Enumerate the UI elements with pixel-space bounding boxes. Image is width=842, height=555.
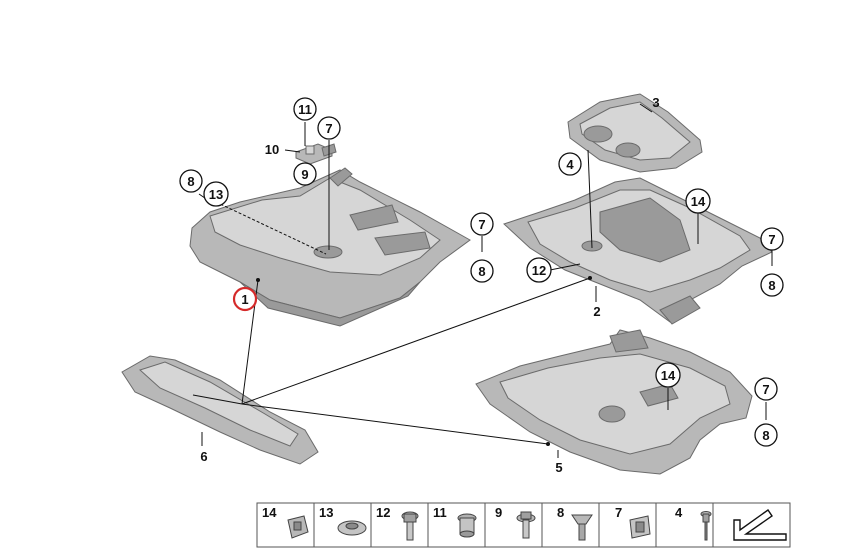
callout-12: 12 — [526, 257, 552, 283]
legend-num-14: 14 — [262, 505, 277, 520]
svg-text:14: 14 — [661, 368, 676, 383]
svg-text:1: 1 — [241, 292, 248, 307]
svg-text:7: 7 — [762, 382, 769, 397]
svg-text:6: 6 — [200, 449, 207, 464]
label-10: 10 — [265, 142, 279, 157]
svg-text:11: 11 — [298, 102, 312, 117]
legend-num-11: 11 — [433, 505, 447, 520]
callout-7: 7 — [470, 212, 494, 236]
legend-num-9: 9 — [495, 505, 502, 520]
callout-11: 11 — [293, 97, 317, 121]
svg-text:7: 7 — [478, 217, 485, 232]
legend-num-8: 8 — [557, 505, 564, 520]
callout-13: 13 — [203, 181, 229, 207]
push-nut-icon — [337, 520, 367, 536]
callout-8: 8 — [760, 273, 784, 297]
part-2-underbody-panel[interactable] — [503, 177, 773, 325]
part-3-shield[interactable] — [567, 93, 703, 173]
callout-4: 4 — [558, 152, 582, 176]
legend-num-13: 13 — [319, 505, 333, 520]
label-2: 2 — [593, 304, 600, 319]
svg-text:8: 8 — [187, 174, 194, 189]
callout-14: 14 — [685, 188, 711, 214]
legend-num-4: 4 — [675, 505, 683, 520]
callout-7: 7 — [317, 116, 341, 140]
expansion-rivet-icon — [571, 514, 593, 541]
callout-14: 14 — [655, 362, 681, 388]
clip-assembly-9-10-11 — [295, 143, 337, 165]
callout-8: 8 — [754, 423, 778, 447]
label-3: 3 — [652, 95, 659, 110]
svg-text:13: 13 — [209, 187, 223, 202]
blind-rivet-icon — [700, 511, 712, 541]
svg-text:3: 3 — [652, 95, 659, 110]
part-1-underbody-panel[interactable] — [189, 167, 471, 327]
callout-9: 9 — [293, 162, 317, 186]
part-5-underbody-panel[interactable] — [475, 329, 753, 475]
fastener-legend: 14 13 12 11 9 8 7 4 — [256, 502, 791, 548]
svg-text:9: 9 — [301, 167, 308, 182]
svg-text:2: 2 — [593, 304, 600, 319]
legend-num-12: 12 — [376, 505, 390, 520]
svg-text:7: 7 — [325, 121, 332, 136]
grommet-icon — [457, 513, 477, 538]
hex-bolt-icon — [401, 511, 419, 541]
callout-7: 7 — [760, 227, 784, 251]
callout-8: 8 — [470, 259, 494, 283]
svg-text:4: 4 — [566, 157, 574, 172]
speed-nut-icon — [629, 515, 651, 539]
flange-bolt-icon — [516, 511, 536, 539]
clip-nut-icon — [287, 515, 309, 539]
svg-text:7: 7 — [768, 232, 775, 247]
part-6-front-shield[interactable] — [121, 355, 319, 465]
svg-text:8: 8 — [762, 428, 769, 443]
svg-text:10: 10 — [265, 142, 279, 157]
legend-num-7: 7 — [615, 505, 622, 520]
callout-7: 7 — [754, 377, 778, 401]
svg-text:5: 5 — [555, 460, 562, 475]
leader-lines — [192, 103, 773, 458]
svg-text:12: 12 — [532, 263, 546, 278]
svg-text:14: 14 — [691, 194, 706, 209]
label-5: 5 — [555, 460, 562, 475]
label-6: 6 — [200, 449, 207, 464]
svg-text:8: 8 — [478, 264, 485, 279]
arrow-outline-icon — [733, 509, 787, 541]
svg-text:8: 8 — [768, 278, 775, 293]
callout-8: 8 — [179, 169, 203, 193]
callout-1-highlighted: 1 — [232, 286, 258, 312]
